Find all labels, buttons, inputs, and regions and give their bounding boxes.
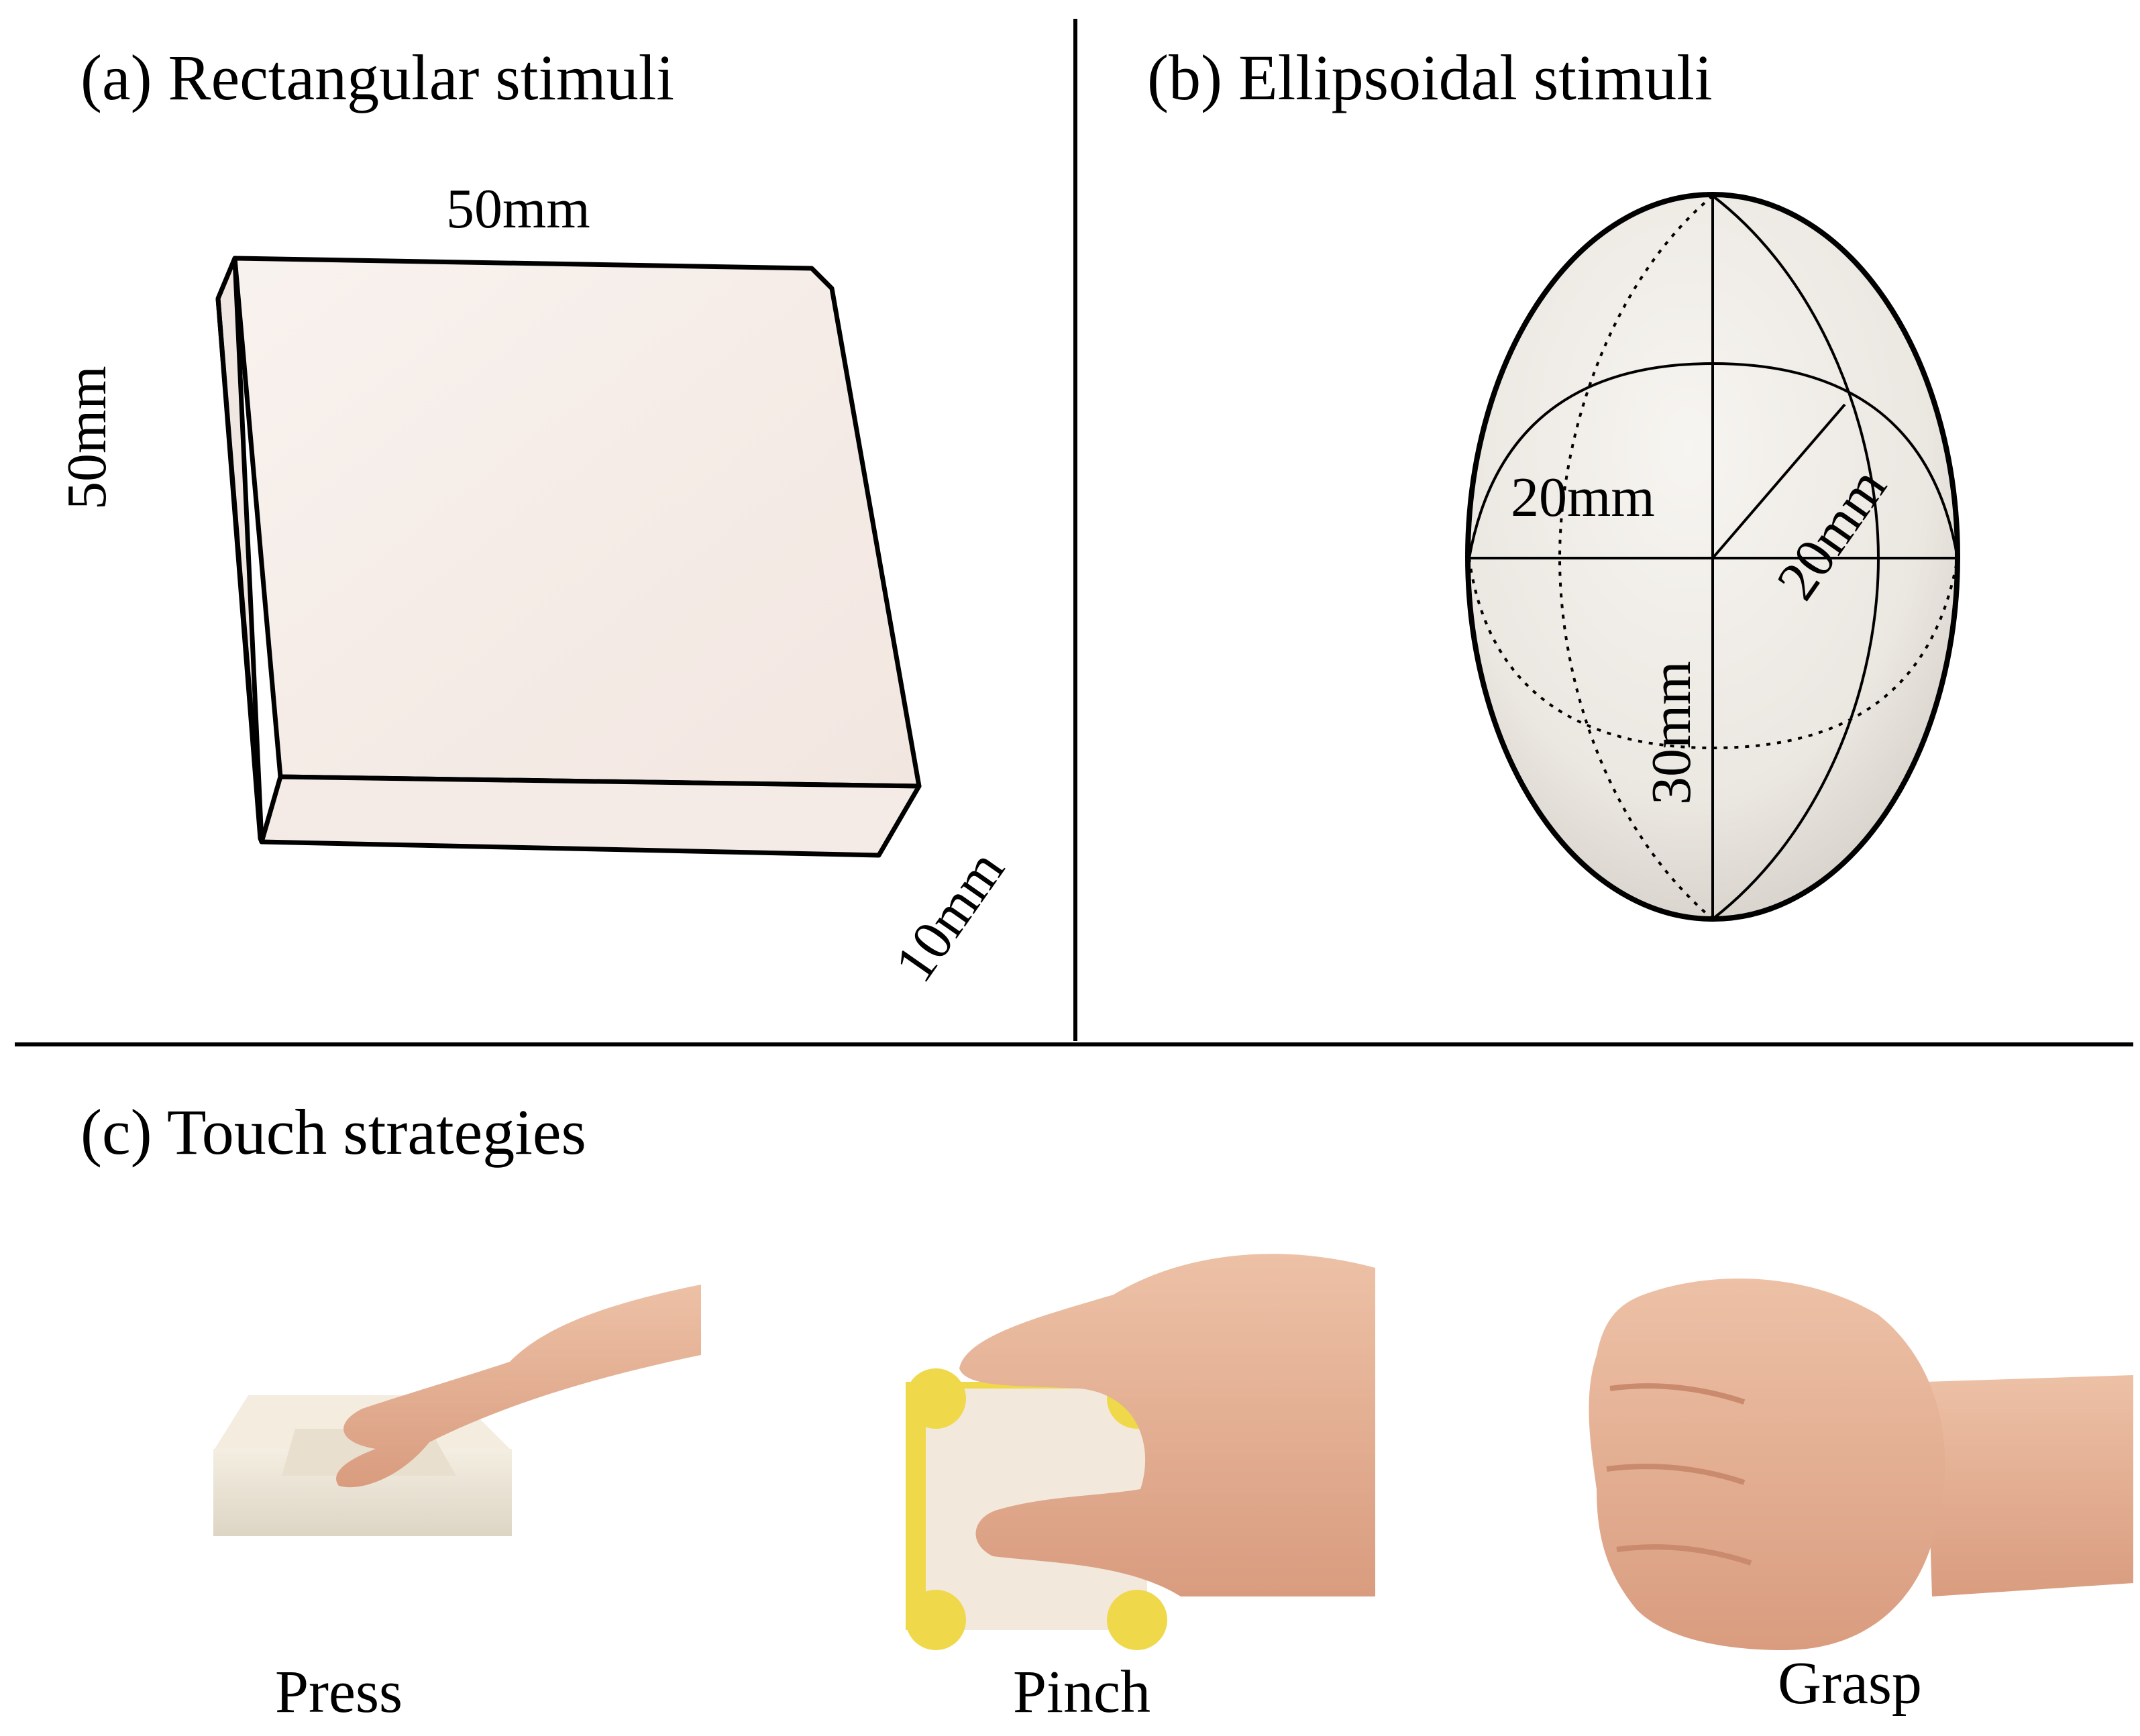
- panel-c-title: (c) Touch strategies: [81, 1096, 586, 1168]
- panel-b-title: (b) Ellipsoidal stimuli: [1147, 42, 1713, 113]
- press-photo: [213, 1285, 701, 1536]
- pinch-corner-br: [1107, 1590, 1167, 1650]
- grasp-finger-creases: [1606, 1383, 1752, 1566]
- grasp-photo: [1589, 1279, 2133, 1650]
- rectangular-block: [215, 256, 922, 858]
- block-height-dimension: 50mm: [56, 366, 118, 510]
- press-hand: [336, 1285, 701, 1488]
- pinch-corner-bl: [906, 1590, 966, 1650]
- ellipsoid: [1465, 192, 1960, 922]
- caption-grasp: Grasp: [1778, 1650, 1922, 1717]
- ellipsoid-lower-arc-dotted: [1468, 557, 1959, 750]
- pinch-photo: [906, 1254, 1375, 1650]
- ellipsoid-upper-arc: [1468, 362, 1959, 559]
- ellipsoid-horizontal-dimension: 20mm: [1511, 466, 1655, 529]
- block-front-face: [259, 774, 922, 858]
- block-top-face: [232, 256, 922, 789]
- ellipsoid-meridian-dotted: [1558, 195, 1714, 920]
- pinch-corner-tl: [906, 1368, 966, 1429]
- pinch-hand: [959, 1254, 1375, 1596]
- ellipsoid-vertical-dimension: 30mm: [1640, 661, 1703, 805]
- caption-press: Press: [275, 1659, 403, 1725]
- ellipsoid-axis-diagonal: [1711, 403, 1846, 559]
- caption-pinch: Pinch: [1013, 1659, 1151, 1725]
- grasp-forearm: [1925, 1375, 2133, 1596]
- panel-a-title: (a) Rectangular stimuli: [81, 42, 675, 113]
- ellipsoid-meridian-solid: [1711, 195, 1880, 920]
- block-left-edge: [215, 298, 264, 843]
- grasp-fist: [1589, 1279, 1945, 1650]
- block-width-dimension: 50mm: [446, 178, 590, 240]
